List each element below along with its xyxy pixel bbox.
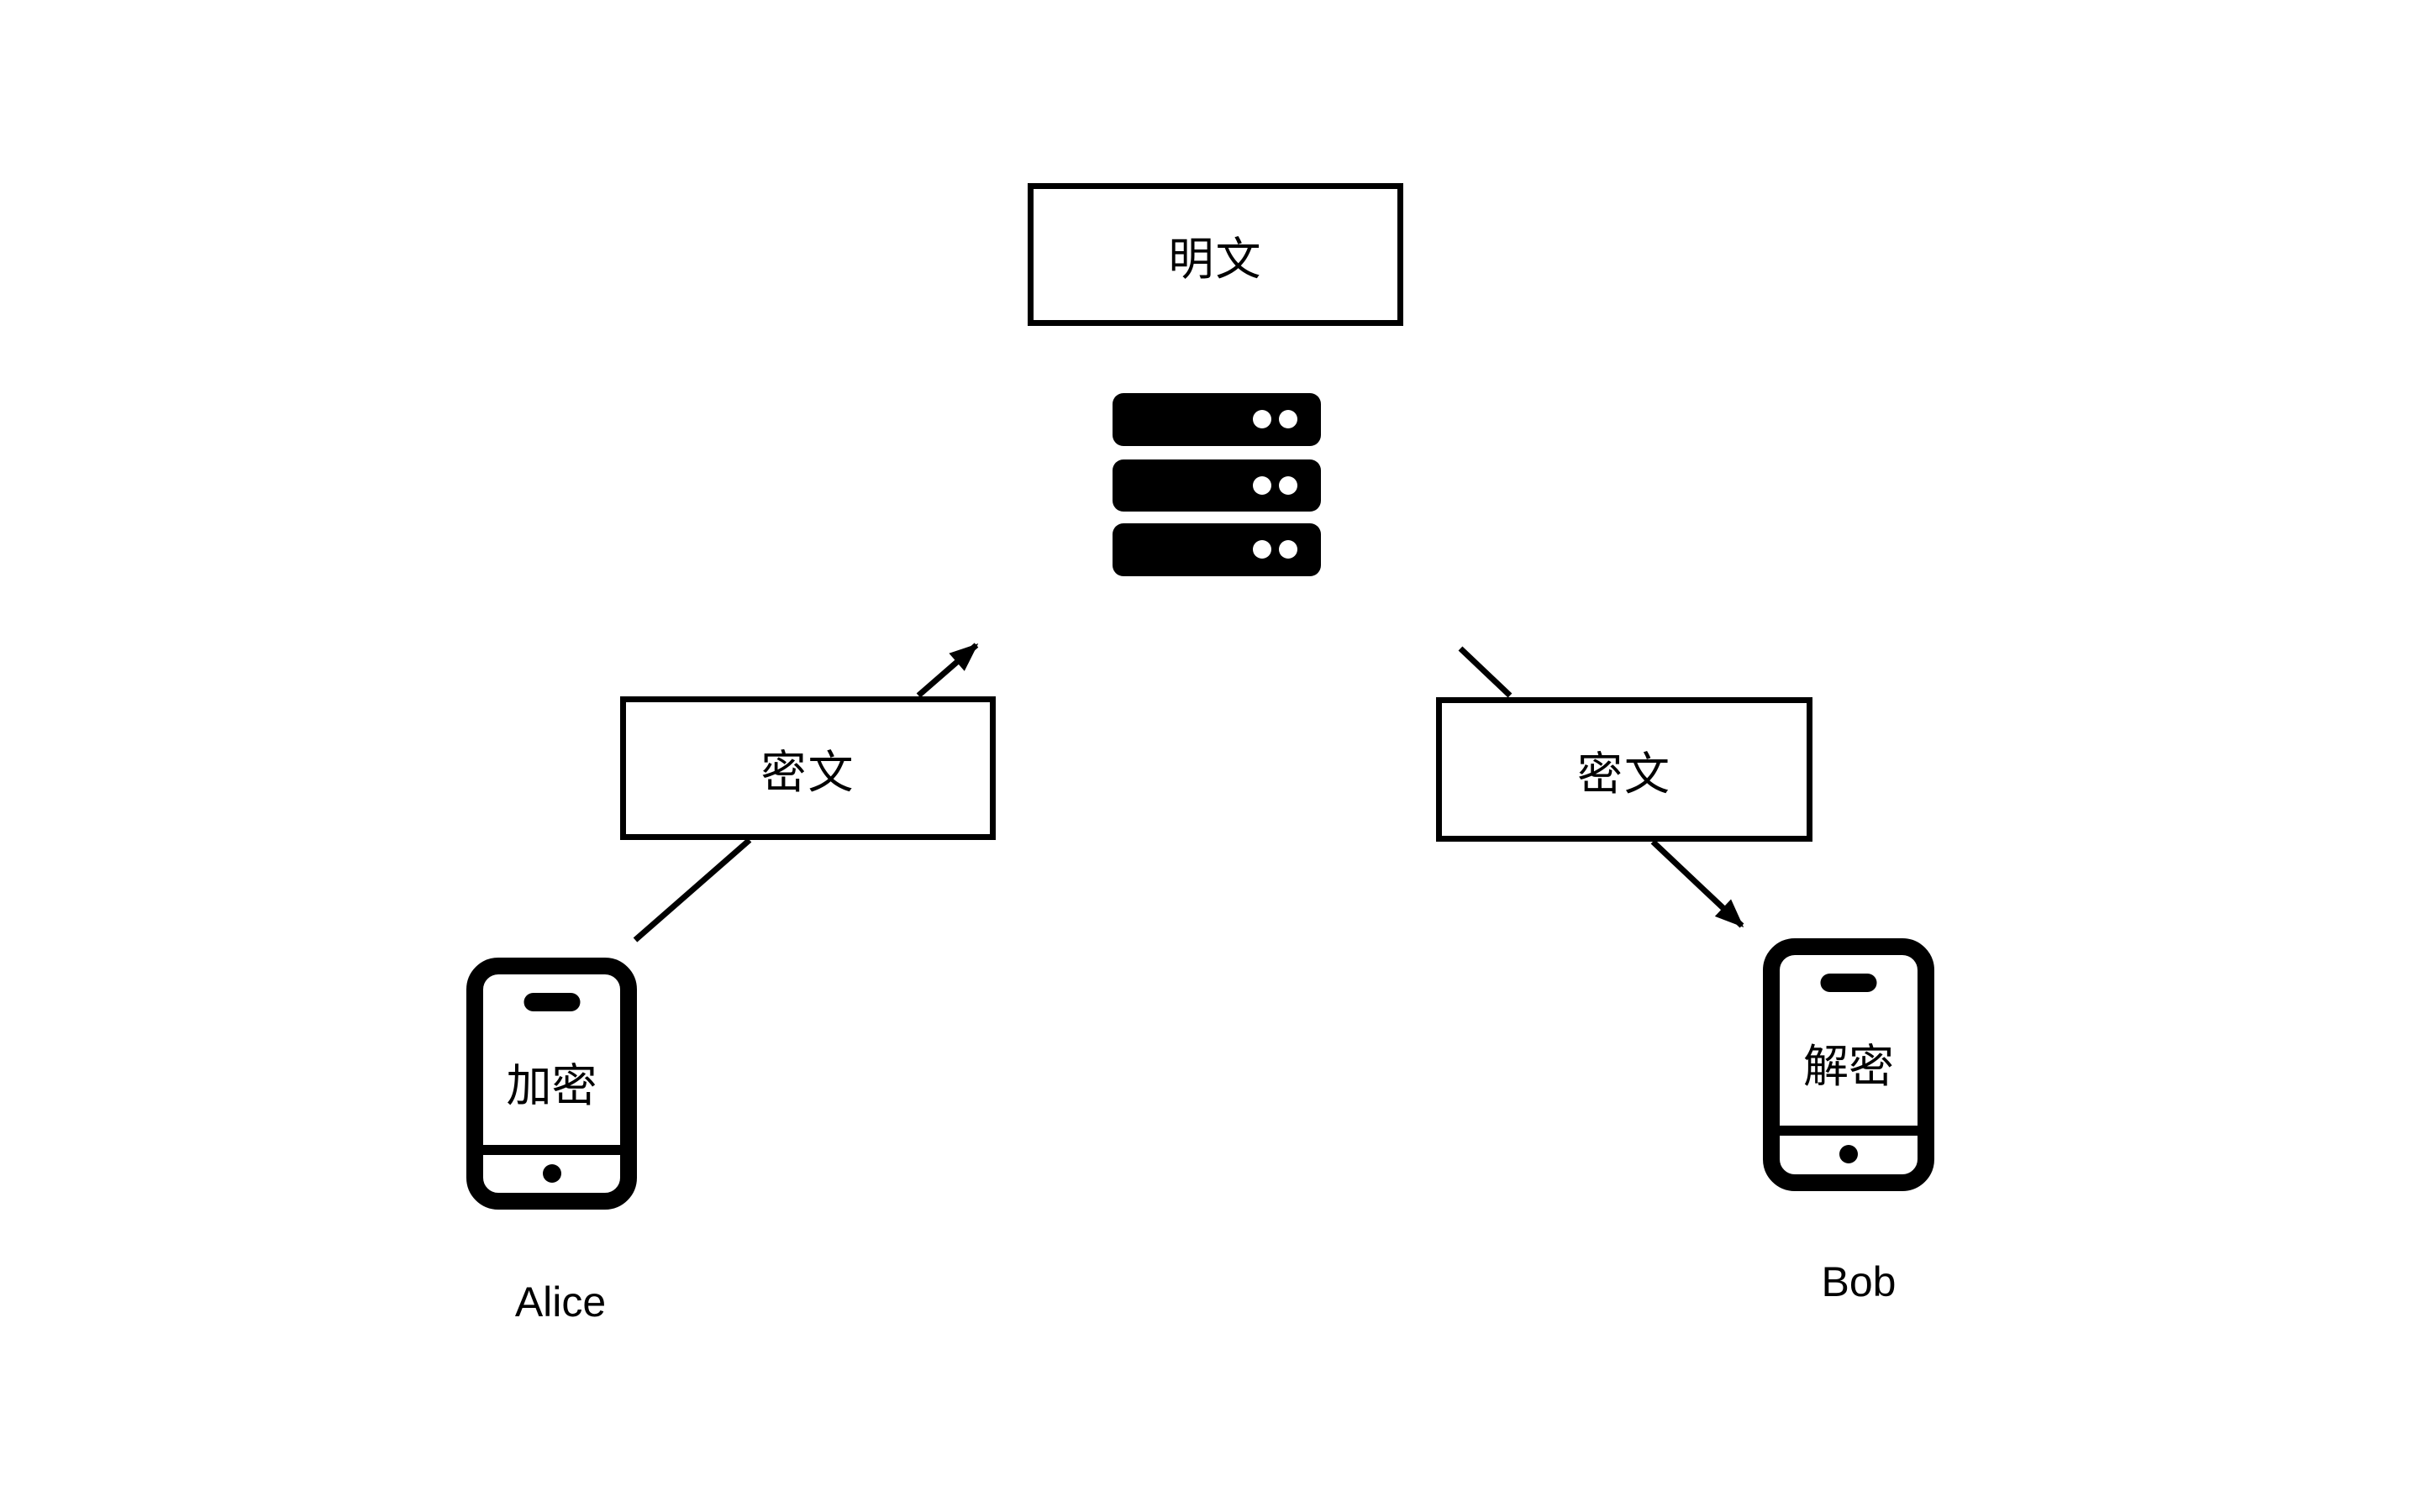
line-server-to-ciphertext (1458, 646, 1512, 698)
phone-home-button-icon (542, 1164, 561, 1183)
line-alice-to-ciphertext (633, 837, 752, 942)
phone-home-button-icon (1839, 1145, 1858, 1163)
bob-smartphone-icon: 解密 (1763, 938, 1934, 1191)
alice-label: Alice (514, 1278, 607, 1326)
ciphertext-right-box: 密文 (1436, 697, 1812, 842)
phone-separator (483, 1145, 620, 1155)
arrow-ciphertext-to-bob (1650, 839, 1744, 928)
plaintext-box: 明文 (1028, 183, 1403, 326)
bob-label: Bob (1821, 1258, 1897, 1305)
phone-speaker-icon (523, 993, 580, 1011)
ciphertext-right-label: 密文 (1577, 748, 1671, 800)
phone-speaker-icon (1820, 974, 1877, 992)
alice-smartphone-icon: 加密 (466, 958, 637, 1210)
plaintext-label: 明文 (1168, 234, 1263, 285)
server-icon (1113, 393, 1321, 576)
ciphertext-left-label: 密文 (760, 748, 855, 798)
arrow-ciphertext-to-server (916, 643, 979, 698)
encrypt-label: 加密 (506, 1061, 597, 1111)
decrypt-label: 解密 (1803, 1042, 1894, 1092)
phone-separator (1780, 1126, 1918, 1136)
ciphertext-left-box: 密文 (620, 696, 996, 840)
